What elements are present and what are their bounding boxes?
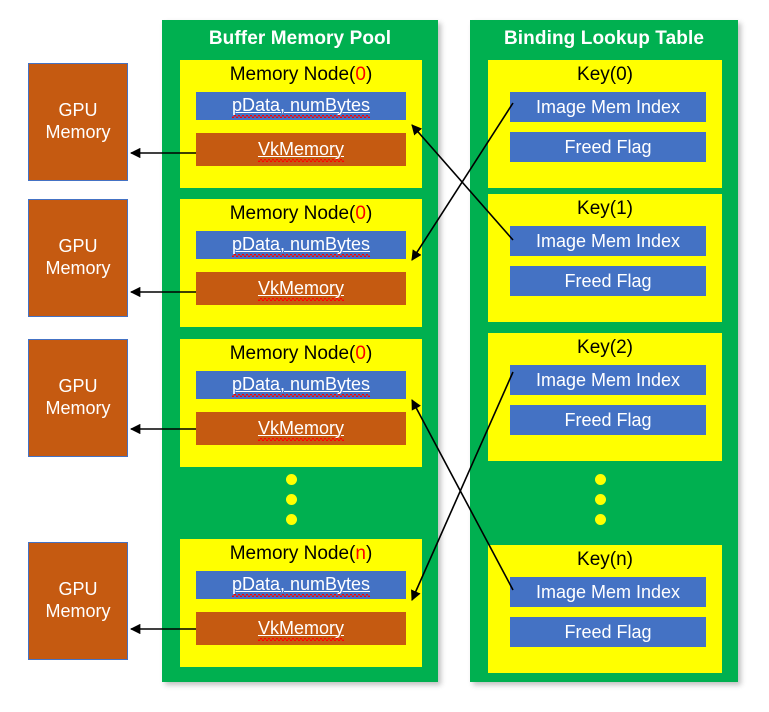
key-freed-flag-label: Freed Flag: [564, 409, 652, 430]
ellipsis-dot: [286, 474, 297, 485]
gpu-memory-block-0: GPU Memory: [28, 63, 128, 181]
memory-node-fields-label: pData, numBytes: [231, 95, 371, 118]
memory-node-card-0: Memory Node(0) pData, numBytes VkMemory: [180, 60, 422, 188]
key-card-n: Key(n) Image Mem Index Freed Flag: [488, 545, 722, 673]
key-image-mem-index-label: Image Mem Index: [535, 96, 681, 117]
key-image-mem-index-row-n: Image Mem Index: [510, 577, 706, 607]
key-freed-flag-label: Freed Flag: [564, 621, 652, 642]
gpu-memory-block-1: GPU Memory: [28, 199, 128, 317]
memory-node-index: 0: [355, 343, 366, 364]
memory-node-fields-row-n: pData, numBytes: [196, 571, 406, 599]
key-freed-flag-row-n: Freed Flag: [510, 617, 706, 647]
memory-node-fields-label: pData, numBytes: [231, 374, 371, 397]
memory-node-card-2: Memory Node(0) pData, numBytes VkMemory: [180, 339, 422, 467]
memory-node-fields-row-0: pData, numBytes: [196, 92, 406, 120]
buffer-pool-ellipsis: [286, 474, 297, 525]
memory-node-title-n: Memory Node(n): [180, 543, 422, 565]
key-freed-flag-row-2: Freed Flag: [510, 405, 706, 435]
memory-node-title-suffix: ): [365, 543, 373, 564]
key-title-1: Key(1): [577, 198, 633, 219]
ellipsis-dot: [286, 514, 297, 525]
memory-node-title-suffix: ): [365, 64, 373, 85]
memory-node-title-2: Memory Node(0): [180, 343, 422, 365]
key-card-1: Key(1) Image Mem Index Freed Flag: [488, 194, 722, 322]
memory-node-vkmemory-row-2: VkMemory: [196, 412, 406, 445]
memory-node-card-n: Memory Node(n) pData, numBytes VkMemory: [180, 539, 422, 667]
memory-node-vkmemory-label: VkMemory: [257, 617, 345, 641]
memory-node-title-prefix: Memory Node(: [229, 203, 356, 224]
memory-node-vkmemory-row-0: VkMemory: [196, 133, 406, 166]
gpu-memory-block-3: GPU Memory: [28, 542, 128, 660]
memory-node-title-0: Memory Node(0): [180, 64, 422, 86]
memory-node-card-1: Memory Node(0) pData, numBytes VkMemory: [180, 199, 422, 327]
binding-table-ellipsis: [595, 474, 606, 525]
memory-node-vkmemory-label: VkMemory: [257, 138, 345, 162]
memory-node-title-prefix: Memory Node(: [229, 343, 356, 364]
key-freed-flag-label: Freed Flag: [564, 270, 652, 291]
gpu-memory-line2: Memory: [45, 601, 111, 621]
ellipsis-dot: [286, 494, 297, 505]
memory-node-fields-label: pData, numBytes: [231, 234, 371, 257]
key-image-mem-index-row-1: Image Mem Index: [510, 226, 706, 256]
gpu-memory-line2: Memory: [45, 398, 111, 418]
memory-node-title-suffix: ): [365, 203, 373, 224]
key-image-mem-index-label: Image Mem Index: [535, 230, 681, 251]
memory-node-vkmemory-label: VkMemory: [257, 417, 345, 441]
key-image-mem-index-row-0: Image Mem Index: [510, 92, 706, 122]
memory-node-title-suffix: ): [365, 343, 373, 364]
memory-node-fields-label: pData, numBytes: [231, 574, 371, 597]
key-image-mem-index-label: Image Mem Index: [535, 581, 681, 602]
memory-node-vkmemory-row-1: VkMemory: [196, 272, 406, 305]
buffer-memory-pool-title: Buffer Memory Pool: [208, 28, 392, 49]
memory-node-fields-row-1: pData, numBytes: [196, 231, 406, 259]
memory-node-fields-row-2: pData, numBytes: [196, 371, 406, 399]
memory-node-vkmemory-row-n: VkMemory: [196, 612, 406, 645]
key-title-0: Key(0): [577, 64, 633, 85]
memory-node-title-1: Memory Node(0): [180, 203, 422, 225]
key-title-2: Key(2): [577, 337, 633, 358]
key-image-mem-index-label: Image Mem Index: [535, 369, 681, 390]
memory-node-index: 0: [355, 64, 366, 85]
gpu-memory-block-2: GPU Memory: [28, 339, 128, 457]
gpu-memory-line2: Memory: [45, 122, 111, 142]
gpu-memory-line1: GPU: [58, 236, 98, 257]
key-card-0: Key(0) Image Mem Index Freed Flag: [488, 60, 722, 188]
gpu-memory-line2: Memory: [45, 258, 111, 278]
ellipsis-dot: [595, 494, 606, 505]
binding-lookup-table-title: Binding Lookup Table: [503, 28, 705, 49]
ellipsis-dot: [595, 474, 606, 485]
gpu-memory-line1: GPU: [58, 376, 98, 397]
gpu-memory-line1: GPU: [58, 579, 98, 600]
ellipsis-dot: [595, 514, 606, 525]
memory-node-title-prefix: Memory Node(: [229, 64, 356, 85]
memory-node-index: n: [355, 543, 366, 564]
key-card-2: Key(2) Image Mem Index Freed Flag: [488, 333, 722, 461]
gpu-memory-line1: GPU: [58, 100, 98, 121]
key-image-mem-index-row-2: Image Mem Index: [510, 365, 706, 395]
memory-node-index: 0: [355, 203, 366, 224]
key-freed-flag-row-1: Freed Flag: [510, 266, 706, 296]
memory-node-title-prefix: Memory Node(: [229, 543, 356, 564]
key-title-n: Key(n): [577, 549, 633, 570]
memory-node-vkmemory-label: VkMemory: [257, 277, 345, 301]
key-freed-flag-row-0: Freed Flag: [510, 132, 706, 162]
key-freed-flag-label: Freed Flag: [564, 136, 652, 157]
